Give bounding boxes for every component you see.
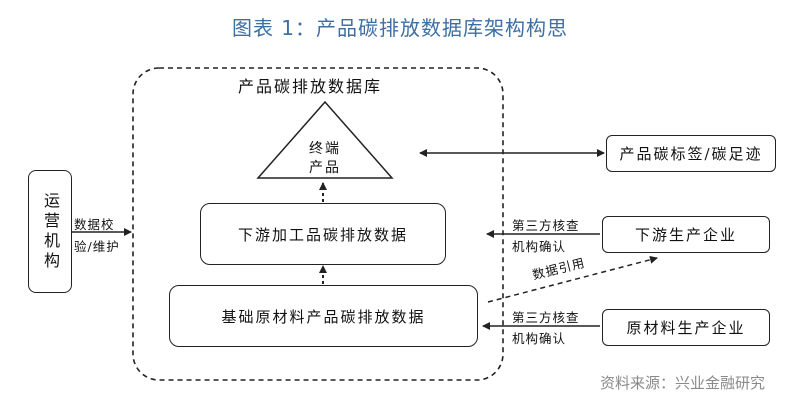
raw-material-enterprise-label: 原材料生产企业: [626, 319, 746, 337]
carbon-label-text: 产品碳标签/碳足迹: [619, 145, 763, 163]
third-party-label-2b: 机构确认: [512, 331, 567, 346]
carbon-label-box: 产品碳标签/碳足迹: [606, 135, 776, 172]
downstream-data-box: 下游加工品碳排放数据: [200, 203, 446, 265]
third-party-label-2a: 第三方核查: [512, 310, 580, 325]
raw-material-data-label: 基础原材料产品碳排放数据: [221, 307, 426, 326]
downstream-enterprise-label: 下游生产企业: [634, 226, 737, 244]
database-label: 产品碳排放数据库: [238, 77, 383, 96]
downstream-data-label: 下游加工品碳排放数据: [237, 225, 408, 244]
downstream-enterprise-box: 下游生产企业: [602, 216, 770, 253]
operating-agency-box: 运营机构: [28, 170, 72, 293]
raw-material-data-box: 基础原材料产品碳排放数据: [169, 285, 478, 347]
third-party-label-1b: 机构确认: [512, 239, 567, 254]
diagram-title: 图表 1：产品碳排放数据库架构构思: [231, 16, 569, 40]
terminal-product-label: 终端产品: [309, 141, 341, 176]
third-party-label-1a: 第三方核查: [512, 218, 580, 233]
terminal-product-triangle: [256, 100, 394, 179]
raw-material-enterprise-box: 原材料生产企业: [602, 309, 770, 346]
validation-label-line2: 验/维护: [74, 239, 120, 254]
operating-agency-label: 运营机构: [41, 191, 60, 272]
database-container: [132, 67, 504, 381]
validation-label-line1: 数据校: [74, 217, 115, 232]
source-watermark: 资料来源：兴业金融研究: [600, 374, 766, 392]
arrow-data-reference: [487, 255, 658, 303]
